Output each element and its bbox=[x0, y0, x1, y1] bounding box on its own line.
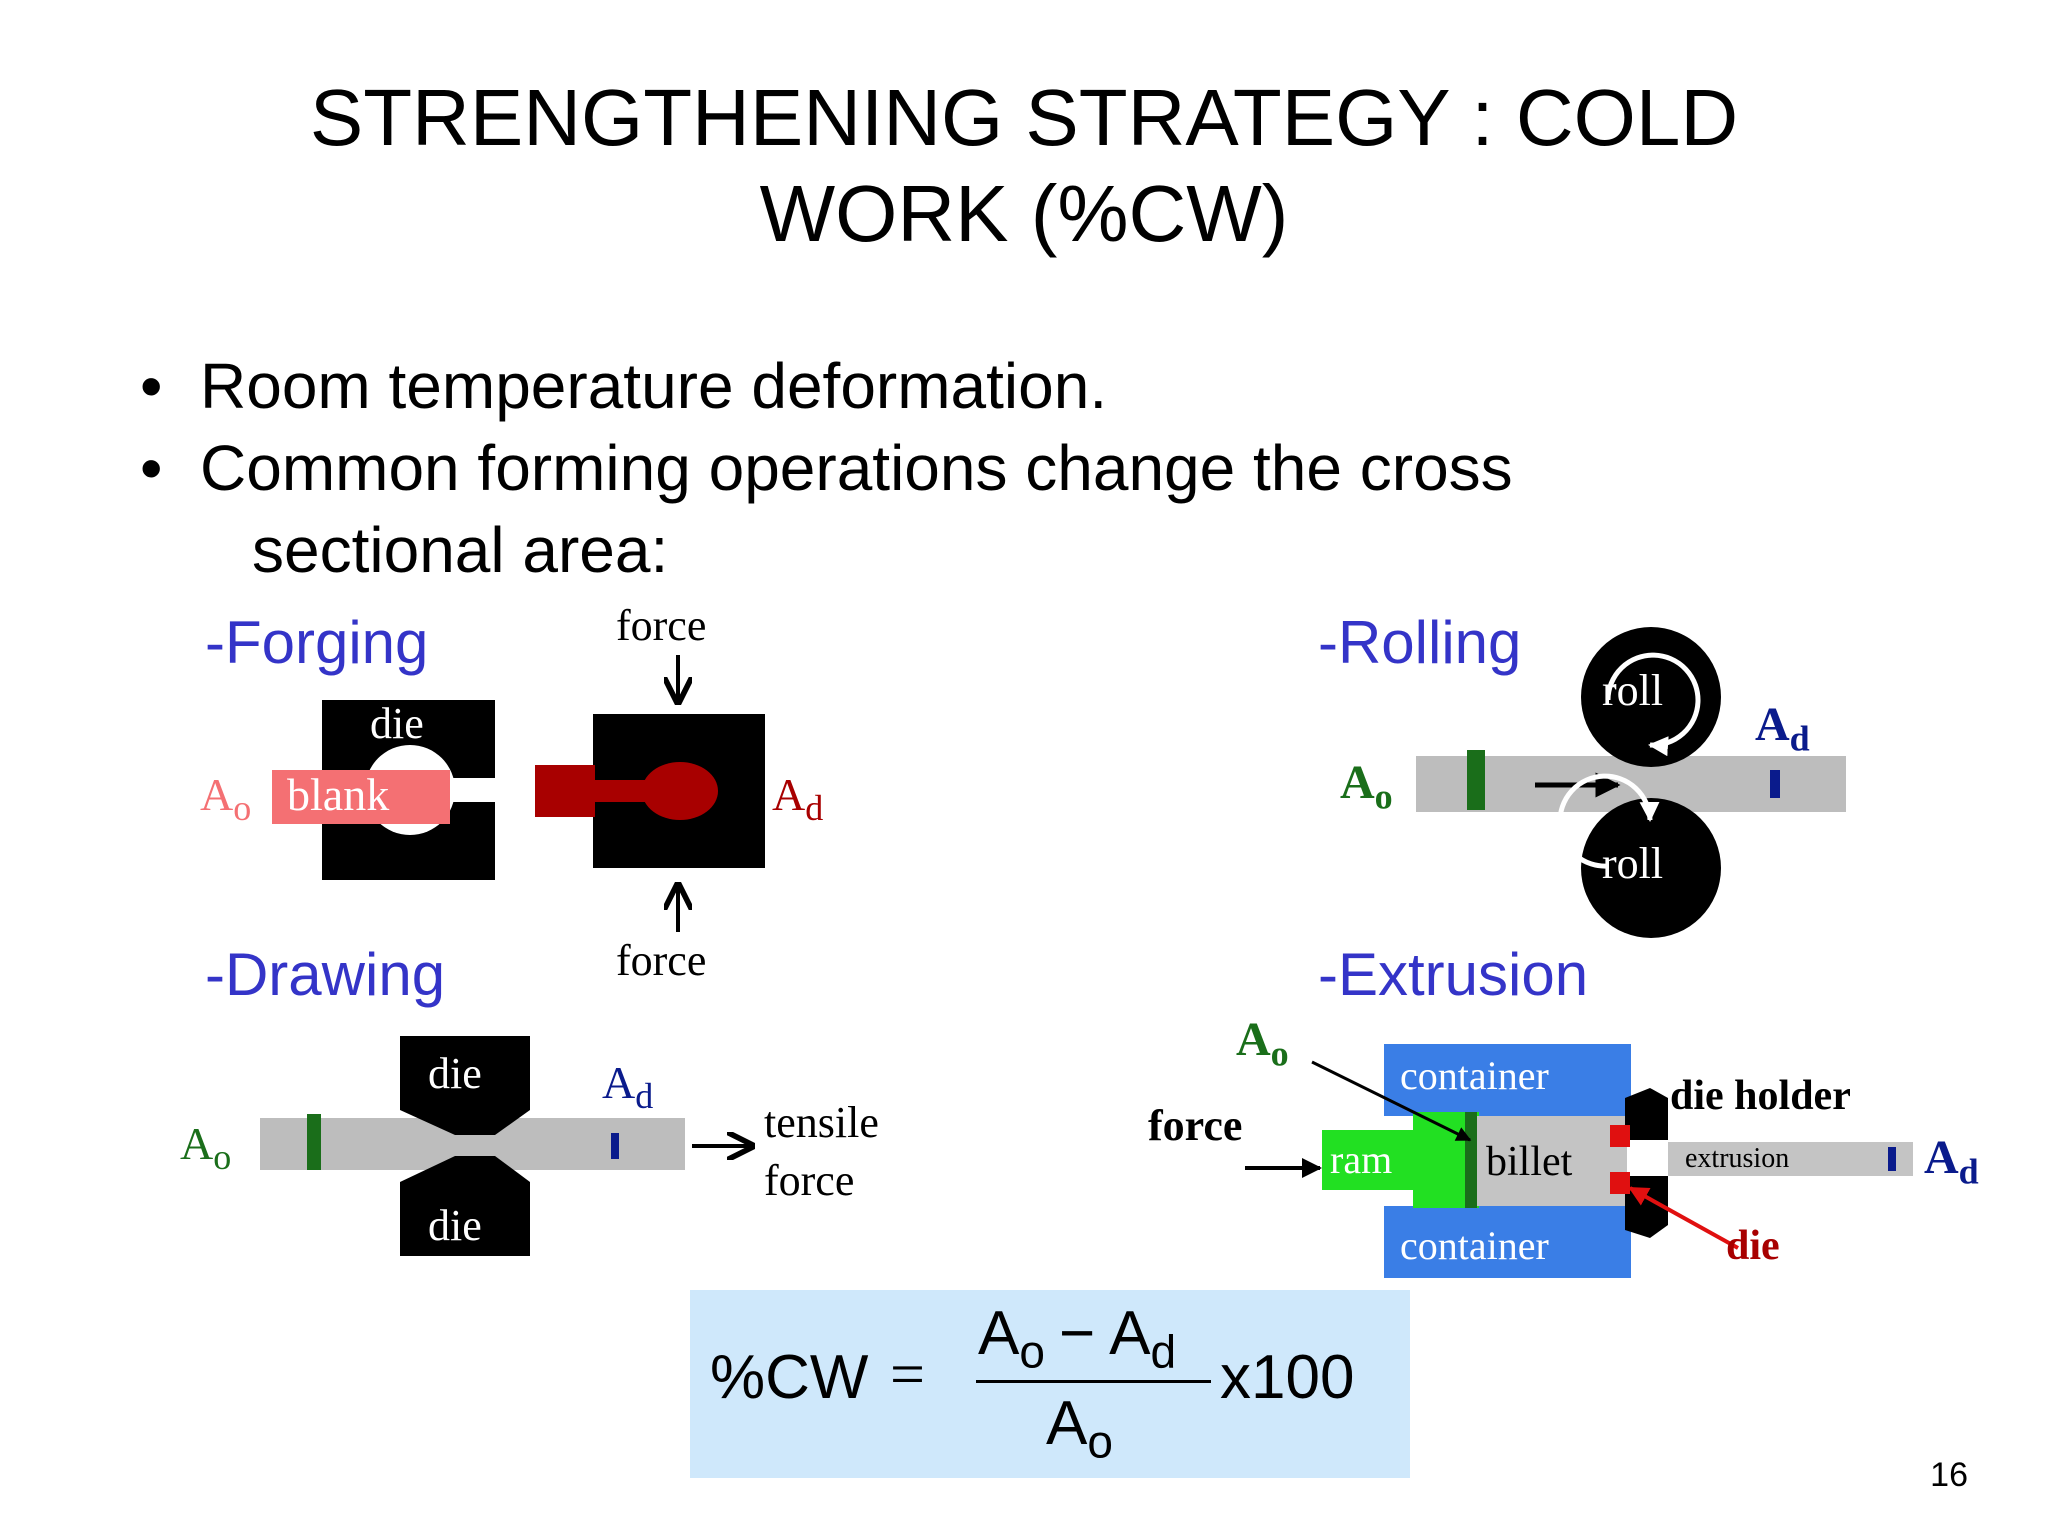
drawing-diagram bbox=[260, 1036, 752, 1256]
bullet-dot: • bbox=[140, 432, 163, 504]
bullet-item-2: • Common forming operations change the c… bbox=[140, 427, 1940, 591]
bullet-list: • Room temperature deformation. • Common… bbox=[140, 345, 1940, 591]
extrusion-die-label: die bbox=[1726, 1223, 1780, 1269]
formula-factor: x100 bbox=[1220, 1343, 1355, 1412]
container-bottom-label: container bbox=[1400, 1223, 1549, 1268]
ao-pointer-arrow-icon bbox=[1311, 1060, 1472, 1142]
ad-mark bbox=[611, 1133, 619, 1159]
container-top-label: container bbox=[1400, 1053, 1549, 1098]
roll-rotation-icon bbox=[1557, 773, 1660, 869]
ao-mark bbox=[307, 1114, 321, 1170]
formula-equals: = bbox=[890, 1341, 925, 1409]
drawing-ad-label: Ad bbox=[602, 1057, 654, 1117]
formula-lhs: %CW bbox=[710, 1343, 869, 1412]
bullet-item-1: • Room temperature deformation. bbox=[140, 345, 1940, 427]
drawing-die-top-label: die bbox=[428, 1049, 482, 1098]
die-holder-top bbox=[1625, 1088, 1668, 1140]
bullet-text-line-1: Common forming operations change the cro… bbox=[200, 432, 1513, 504]
fraction-bar bbox=[976, 1380, 1211, 1383]
blank-label: blank bbox=[287, 769, 390, 820]
blank-bar bbox=[272, 770, 450, 824]
title-line-2: WORK (%CW) bbox=[759, 169, 1289, 258]
rolling-diagram bbox=[1416, 627, 1846, 938]
extrusion-label: extrusion bbox=[1685, 1143, 1790, 1174]
forging-force-top-label: force bbox=[616, 601, 707, 650]
roll-top-label: roll bbox=[1602, 666, 1664, 715]
extrusion-ao-label: Ao bbox=[1236, 1013, 1289, 1074]
billet bbox=[1477, 1116, 1627, 1206]
forging-die-label: die bbox=[370, 699, 424, 748]
bullet-text: Room temperature deformation. bbox=[200, 350, 1108, 422]
rolling-ao-label: Ao bbox=[1340, 756, 1393, 817]
bullet-dot: • bbox=[140, 350, 163, 422]
ad-mark bbox=[1888, 1147, 1896, 1171]
ad-mark bbox=[1770, 770, 1780, 798]
forging-closed-die bbox=[535, 714, 765, 868]
forging-heading: -Forging bbox=[205, 609, 429, 676]
rolling-ad-label: Ad bbox=[1755, 698, 1810, 759]
forging-open-die bbox=[272, 700, 495, 880]
page-number: 16 bbox=[1930, 1456, 1968, 1494]
container-bottom bbox=[1384, 1206, 1631, 1278]
ao-mark bbox=[1467, 750, 1485, 810]
drawing-heading: -Drawing bbox=[205, 941, 446, 1008]
bullet-text-line-2: sectional area: bbox=[252, 514, 669, 586]
formula-numerator: Ao−Ad bbox=[978, 1299, 1177, 1378]
roll-bottom-label: roll bbox=[1602, 839, 1664, 888]
extrusion-force-label: force bbox=[1148, 1101, 1243, 1150]
upper-drawing-die bbox=[400, 1036, 530, 1135]
container-top bbox=[1384, 1044, 1631, 1116]
drawing-die-bottom-label: die bbox=[428, 1201, 482, 1250]
die-holder-label: die holder bbox=[1670, 1073, 1851, 1119]
cold-work-formula: %CW = Ao−Ad Ao x100 bbox=[690, 1290, 1410, 1478]
forging-ad-label: Ad bbox=[772, 769, 824, 829]
forging-ao-label: Ao bbox=[200, 769, 252, 829]
roll-rotation-icon bbox=[1605, 652, 1701, 757]
drawing-ao-label: Ao bbox=[180, 1118, 232, 1178]
billet-label: billet bbox=[1486, 1139, 1573, 1185]
formula-denominator: Ao bbox=[1046, 1389, 1113, 1468]
die-pointer-arrow-icon bbox=[1628, 1186, 1739, 1250]
ram bbox=[1322, 1130, 1430, 1190]
extruded-product bbox=[1668, 1142, 1913, 1176]
extrusion-ad-label: Ad bbox=[1924, 1131, 1979, 1192]
lower-drawing-die bbox=[400, 1156, 530, 1256]
forging-force-bottom-label: force bbox=[616, 936, 707, 985]
slide-title: STRENGTHENING STRATEGY : COLD WORK (%CW) bbox=[0, 70, 2048, 262]
extrusion-diagram bbox=[1245, 1044, 1913, 1278]
ram-label: ram bbox=[1330, 1137, 1393, 1182]
title-line-1: STRENGTHENING STRATEGY : COLD bbox=[309, 73, 1739, 162]
extrusion-heading: -Extrusion bbox=[1318, 941, 1589, 1008]
rolling-heading: -Rolling bbox=[1318, 609, 1522, 676]
lower-roll bbox=[1581, 798, 1721, 938]
